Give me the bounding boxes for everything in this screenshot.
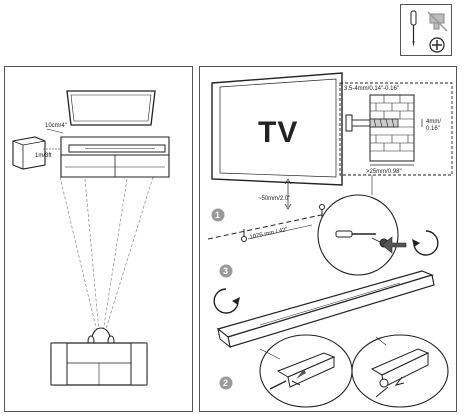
svg-text:3: 3	[223, 266, 228, 276]
right-bracket-screw	[319, 204, 325, 217]
wall-mount-panel: TV ~50mm/2.0" 1 1076 mm / 42"	[199, 66, 457, 412]
step-3-badge: 3	[219, 264, 233, 278]
svg-text:1: 1	[215, 210, 220, 220]
svg-text:2: 2	[223, 378, 228, 388]
wall-mount-diagram: TV ~50mm/2.0" 1 1076 mm / 42"	[207, 72, 453, 408]
sofa	[50, 342, 148, 386]
screw-spec-detail: 3.5-4mm/0.14"-0.16"	[339, 82, 453, 176]
tv-gap-label: ~50mm/2.0"	[258, 196, 290, 202]
placement-diagram: 10cm/4" 1m/3ft	[12, 90, 170, 386]
hole-depth-label-2: 0.16"	[426, 126, 440, 132]
soundbar-on-cabinet	[68, 144, 166, 153]
brick-wall-icon	[369, 94, 415, 162]
tv-cabinet	[60, 136, 170, 178]
phillips-plus-icon	[429, 37, 445, 53]
left-bracket-screw	[241, 229, 247, 242]
bracket-detail-right	[351, 334, 449, 408]
step-1-badge: 1	[211, 208, 225, 222]
min-depth-label: >25mm/0.98"	[366, 169, 402, 175]
detail-zoom-circle	[317, 194, 407, 276]
viewing-cone	[59, 176, 154, 333]
rotate-arrow-left-icon	[213, 288, 239, 314]
rotate-arrow-icon	[413, 230, 439, 256]
tv-screen	[66, 90, 156, 126]
tv-label: TV	[258, 116, 298, 149]
step-2-badge: 2	[219, 376, 233, 390]
wall-gap-label: 10cm/4"	[45, 123, 67, 129]
screwdriver-icon	[410, 10, 417, 47]
bracket-detail-left	[259, 334, 353, 408]
sub-gap-label: 1m/3ft	[35, 153, 52, 159]
tools-box	[400, 4, 452, 56]
soundbar-mounted	[216, 270, 435, 349]
hammer-drill-crossed-icon	[427, 11, 448, 32]
placement-panel: 10cm/4" 1m/3ft	[4, 66, 193, 412]
screw-spec-label: 3.5-4mm/0.14"-0.16"	[344, 86, 399, 92]
subwoofer	[12, 136, 46, 170]
hole-depth-label-1: 4mm/	[426, 119, 441, 125]
wall-screw-icon	[345, 114, 399, 132]
wall-tv: TV	[211, 72, 343, 186]
tools-illustration	[410, 10, 448, 53]
